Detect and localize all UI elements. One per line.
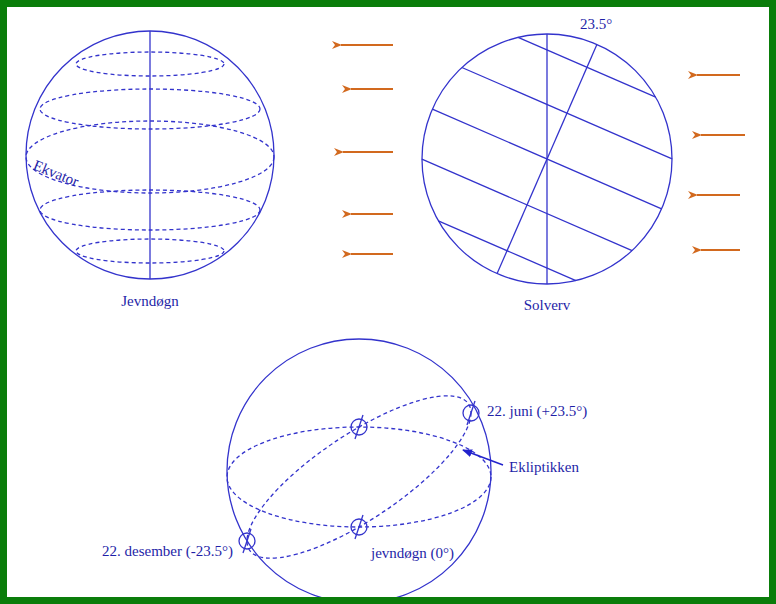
label: 22. desember (-23.5°) [102,543,233,560]
equinox-globe [26,31,274,279]
label: Ekliptikken [509,459,579,476]
label: 23.5° [580,16,612,33]
leader-arrow [463,450,503,465]
label: Solverv [524,297,571,314]
label: Jevndøgn [121,293,179,310]
solstice-globe [422,34,672,284]
label: Ekvator [31,157,81,190]
label: jevndøgn (0°) [371,545,454,562]
sun-marker [239,401,479,553]
celestial-sphere [227,339,491,603]
label: 22. juni (+23.5°) [487,403,587,420]
sun-rays [341,45,393,254]
sun-rays [697,75,745,250]
